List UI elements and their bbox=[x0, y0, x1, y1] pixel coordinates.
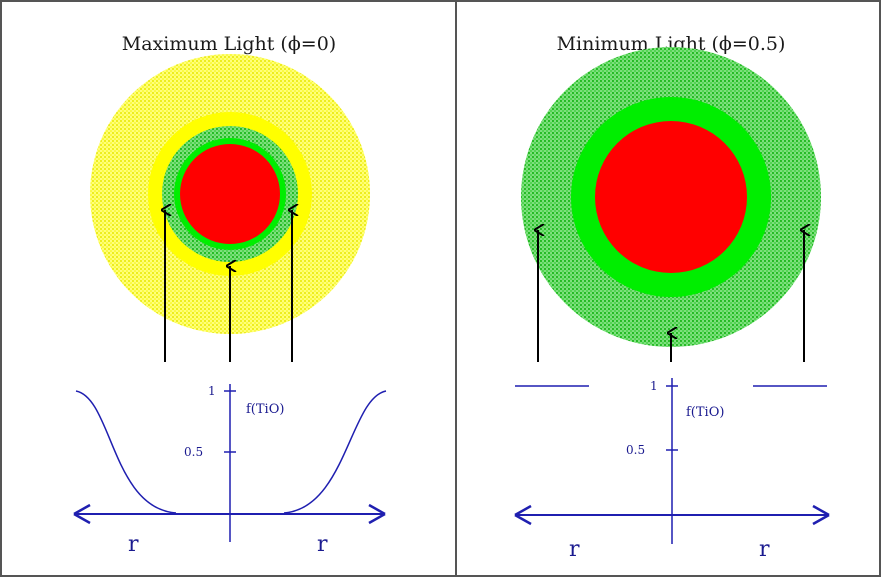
star-core bbox=[180, 144, 280, 244]
panel-title: Maximum Light (ϕ=0) bbox=[122, 33, 336, 55]
y-axis-label: f(TiO) bbox=[686, 405, 724, 420]
panel-maximum-light: Maximum Light (ϕ=0) 1 0.5 f(TiO) bbox=[74, 33, 386, 557]
y-tick-label-1: 1 bbox=[208, 384, 216, 398]
y-tick-label-0.5: 0.5 bbox=[626, 443, 645, 457]
tio-profile-plot: 1 0.5 f(TiO) r r bbox=[515, 378, 829, 562]
panel-minimum-light: Minimum Light (ϕ=0.5) 1 0.5 f(TiO) r r bbox=[515, 33, 829, 562]
tio-profile-plot: 1 0.5 f(TiO) r r bbox=[74, 384, 386, 557]
star-minimum bbox=[521, 47, 821, 347]
x-label-right: r bbox=[759, 537, 770, 562]
x-label-left: r bbox=[569, 537, 580, 562]
star-core bbox=[595, 121, 747, 273]
y-axis-label: f(TiO) bbox=[246, 402, 284, 417]
x-label-right: r bbox=[317, 532, 328, 557]
x-label-left: r bbox=[128, 532, 139, 557]
y-tick-label-1: 1 bbox=[650, 379, 658, 393]
y-tick-label-0.5: 0.5 bbox=[184, 445, 203, 459]
tio-fraction-curve-right bbox=[284, 391, 386, 513]
tio-fraction-curve-left bbox=[76, 391, 176, 513]
